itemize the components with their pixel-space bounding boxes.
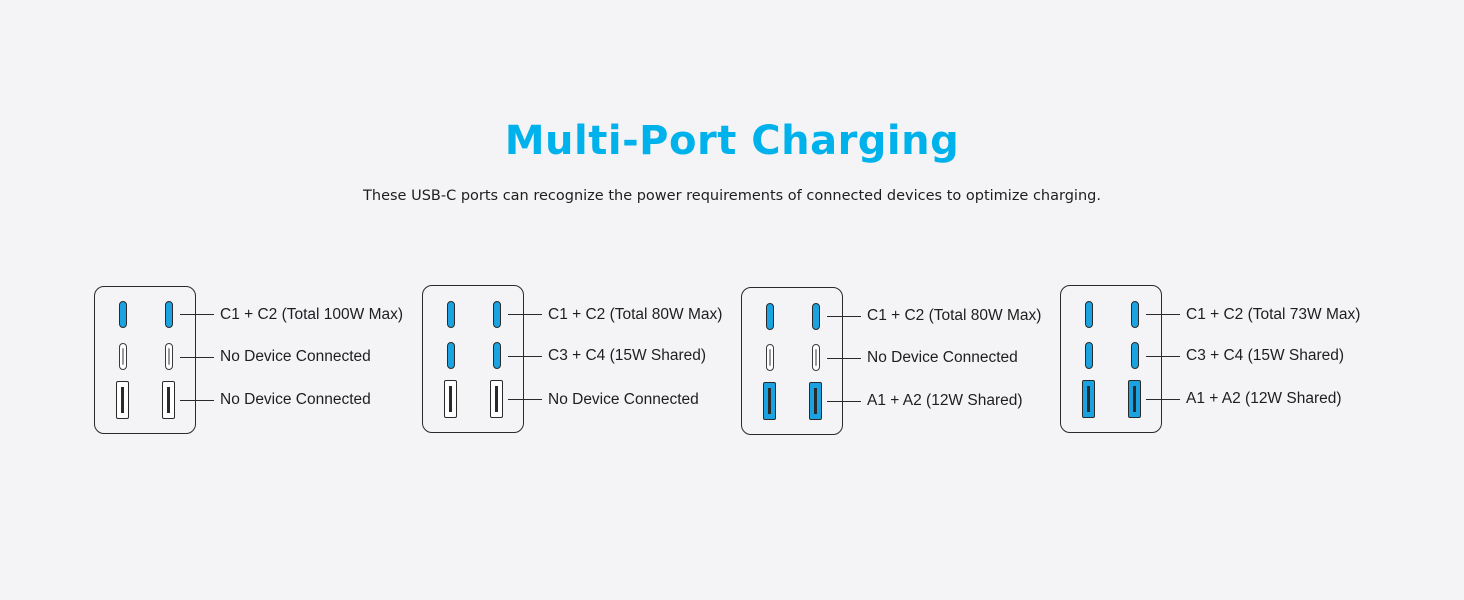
page-subtitle: These USB-C ports can recognize the powe… [363, 188, 1101, 204]
port-label-usb-c-middle: No Device Connected [867, 349, 1018, 366]
leader-line [180, 357, 214, 358]
usb-c-port-c4 [165, 343, 173, 370]
usb-c-port-c1 [1085, 301, 1093, 328]
port-label-usb-c-middle: C3 + C4 (15W Shared) [548, 347, 707, 364]
page-title: Multi-Port Charging [504, 118, 960, 164]
usb-c-port-c1 [766, 303, 774, 330]
usb-a-port-a2 [1128, 380, 1141, 418]
usb-c-port-c2 [1131, 301, 1139, 328]
port-label-usb-a: A1 + A2 (12W Shared) [1186, 390, 1342, 407]
leader-line [180, 314, 214, 315]
usb-a-port-a1 [116, 381, 129, 419]
usb-c-port-c1 [119, 301, 127, 328]
usb-c-port-c1 [447, 301, 455, 328]
usb-c-port-c4 [812, 344, 820, 371]
usb-c-port-c3 [766, 344, 774, 371]
charger-front-panel [1060, 285, 1162, 433]
leader-line [1146, 399, 1180, 400]
leader-line [827, 316, 861, 317]
usb-c-port-c3 [1085, 342, 1093, 369]
charger-front-panel [94, 286, 196, 434]
port-label-usb-c-top: C1 + C2 (Total 80W Max) [867, 307, 1042, 324]
usb-c-port-c4 [1131, 342, 1139, 369]
usb-c-port-c3 [447, 342, 455, 369]
port-label-usb-c-middle: No Device Connected [220, 348, 371, 365]
usb-a-port-a1 [1082, 380, 1095, 418]
port-label-usb-c-middle: C3 + C4 (15W Shared) [1186, 347, 1345, 364]
usb-a-port-a2 [809, 382, 822, 420]
port-label-usb-c-top: C1 + C2 (Total 73W Max) [1186, 306, 1361, 323]
charger-front-panel [422, 285, 524, 433]
usb-a-port-a1 [763, 382, 776, 420]
port-label-usb-c-top: C1 + C2 (Total 100W Max) [220, 306, 404, 323]
leader-line [508, 399, 542, 400]
port-label-usb-a: No Device Connected [220, 391, 371, 408]
port-label-usb-a: No Device Connected [548, 391, 699, 408]
port-label-usb-a: A1 + A2 (12W Shared) [867, 392, 1023, 409]
usb-c-port-c3 [119, 343, 127, 370]
leader-line [827, 401, 861, 402]
usb-c-port-c2 [812, 303, 820, 330]
usb-a-port-a1 [444, 380, 457, 418]
charger-front-panel [741, 287, 843, 435]
usb-a-port-a2 [162, 381, 175, 419]
leader-line [180, 400, 214, 401]
leader-line [1146, 356, 1180, 357]
usb-a-port-a2 [490, 380, 503, 418]
leader-line [827, 358, 861, 359]
usb-c-port-c2 [493, 301, 501, 328]
leader-line [1146, 314, 1180, 315]
usb-c-port-c4 [493, 342, 501, 369]
leader-line [508, 356, 542, 357]
usb-c-port-c2 [165, 301, 173, 328]
leader-line [508, 314, 542, 315]
port-label-usb-c-top: C1 + C2 (Total 80W Max) [548, 306, 723, 323]
